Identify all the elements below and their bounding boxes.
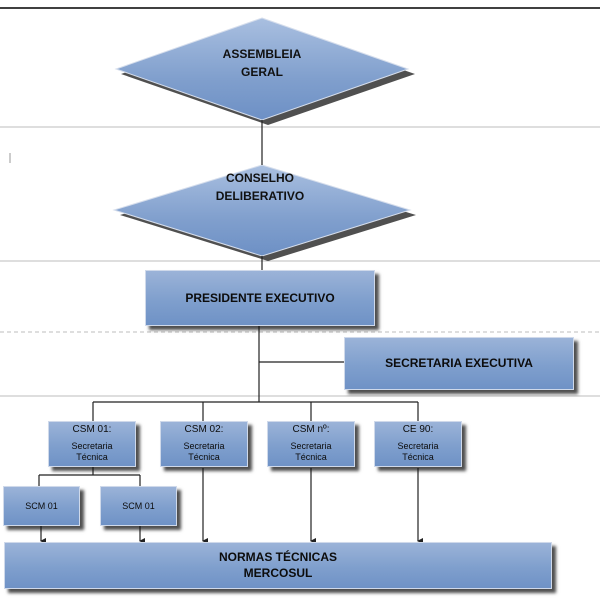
committee-subtitle: Técnica: [188, 452, 220, 462]
normas-line2: MERCOSUL: [243, 566, 313, 580]
committee-subtitle: Técnica: [295, 452, 327, 462]
committee-title: CE 90:: [402, 424, 434, 435]
committee-box-csm02: CSM 02: Secretaria Técnica: [160, 421, 248, 467]
secretaria-executiva-label: SECRETARIA EXECUTIVA: [385, 356, 533, 370]
committee-subtitle: Secretaria: [397, 441, 439, 451]
committee-box-ce90: CE 90: Secretaria Técnica: [374, 421, 462, 467]
assembleia-label: ASSEMBLEIA GERAL: [222, 47, 302, 79]
presidente-label: PRESIDENTE EXECUTIVO: [185, 291, 335, 305]
committee-box-csm01: CSM 01: Secretaria Técnica: [48, 421, 136, 467]
committee-subtitle: Secretaria: [183, 441, 225, 451]
committee-subtitle: Secretaria: [290, 441, 332, 451]
normas-tecnicas-box: NORMAS TÉCNICAS MERCOSUL: [4, 542, 552, 589]
conselho-label: CONSELHO DELIBERATIVO: [215, 171, 305, 203]
committee-subtitle: Secretaria: [71, 441, 113, 451]
subcommittee-box-left: SCM 01: [3, 486, 80, 526]
presidente-executivo-box: PRESIDENTE EXECUTIVO: [145, 270, 375, 326]
subcommittee-label: SCM 01: [25, 501, 58, 511]
committee-box-csmn: CSM nº: Secretaria Técnica: [267, 421, 355, 467]
committee-title: CSM nº:: [292, 424, 330, 435]
committee-subtitle: Técnica: [402, 452, 434, 462]
committee-title: CSM 02:: [184, 424, 224, 435]
subcommittee-label: SCM 01: [122, 501, 155, 511]
secretaria-executiva-box: SECRETARIA EXECUTIVA: [344, 337, 574, 390]
subcommittee-box-right: SCM 01: [100, 486, 177, 526]
normas-line1: NORMAS TÉCNICAS: [218, 550, 337, 564]
committee-title: CSM 01:: [72, 424, 112, 435]
committee-subtitle: Técnica: [76, 452, 108, 462]
